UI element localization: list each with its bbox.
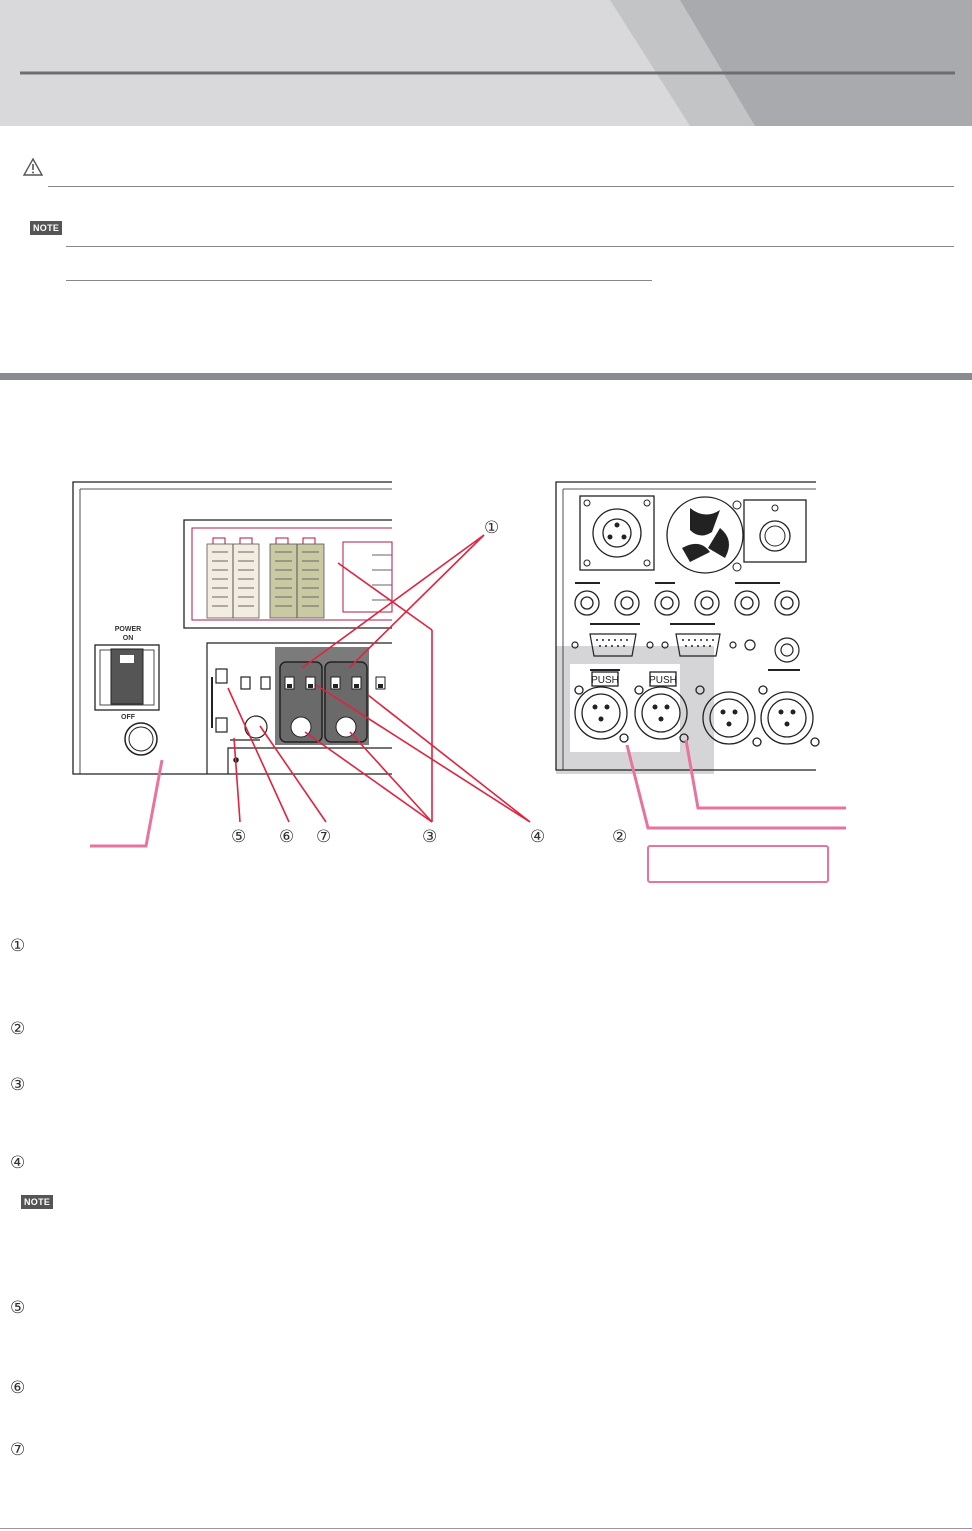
dip-switches-left: [211, 668, 271, 741]
callout-marker-6: ⑥: [279, 827, 295, 846]
note-divider: [66, 246, 954, 247]
rear-panel-figure: POWER ON OFF: [72, 481, 846, 848]
callout-marker-4: ④: [530, 827, 546, 846]
callout-marker-2: ②: [612, 827, 628, 846]
list-marker-3: ③: [10, 1075, 26, 1094]
list-marker-5: ⑤: [10, 1298, 26, 1317]
list-marker-1: ①: [10, 936, 26, 955]
pink-callouts: [90, 739, 846, 848]
push-label-1: PUSH: [591, 675, 619, 686]
push-label-2: PUSH: [649, 675, 677, 686]
header-band: [0, 0, 972, 126]
callout-marker-5: ⑤: [231, 827, 247, 846]
list-marker-7: ⑦: [10, 1440, 26, 1459]
callout-marker-3: ③: [422, 827, 438, 846]
power-label-on: ON: [123, 635, 134, 642]
power-switch: POWER ON OFF: [94, 626, 160, 756]
note-badge: NOTE: [30, 221, 63, 235]
right-panel: PUSH PUSH: [555, 481, 820, 774]
warning-triangle-icon: [22, 157, 44, 176]
callout-marker-1: ①: [484, 518, 500, 537]
callout-lines: [227, 534, 531, 823]
terminal-strips: [206, 537, 392, 619]
list-marker-2: ②: [10, 1019, 26, 1038]
power-label-top: POWER: [115, 626, 141, 633]
note-badge-2: NOTE: [21, 1195, 54, 1209]
left-panel: [72, 481, 393, 775]
footer-rule: [0, 1528, 972, 1529]
callout-marker-7: ⑦: [316, 827, 332, 846]
list-marker-4: ④: [10, 1153, 26, 1172]
pink-label-box: [647, 845, 829, 883]
note-divider-short: [66, 280, 652, 281]
caution-divider: [48, 186, 954, 187]
section-separator: [0, 373, 972, 380]
power-label-off: OFF: [121, 714, 136, 721]
list-marker-6: ⑥: [10, 1378, 26, 1397]
